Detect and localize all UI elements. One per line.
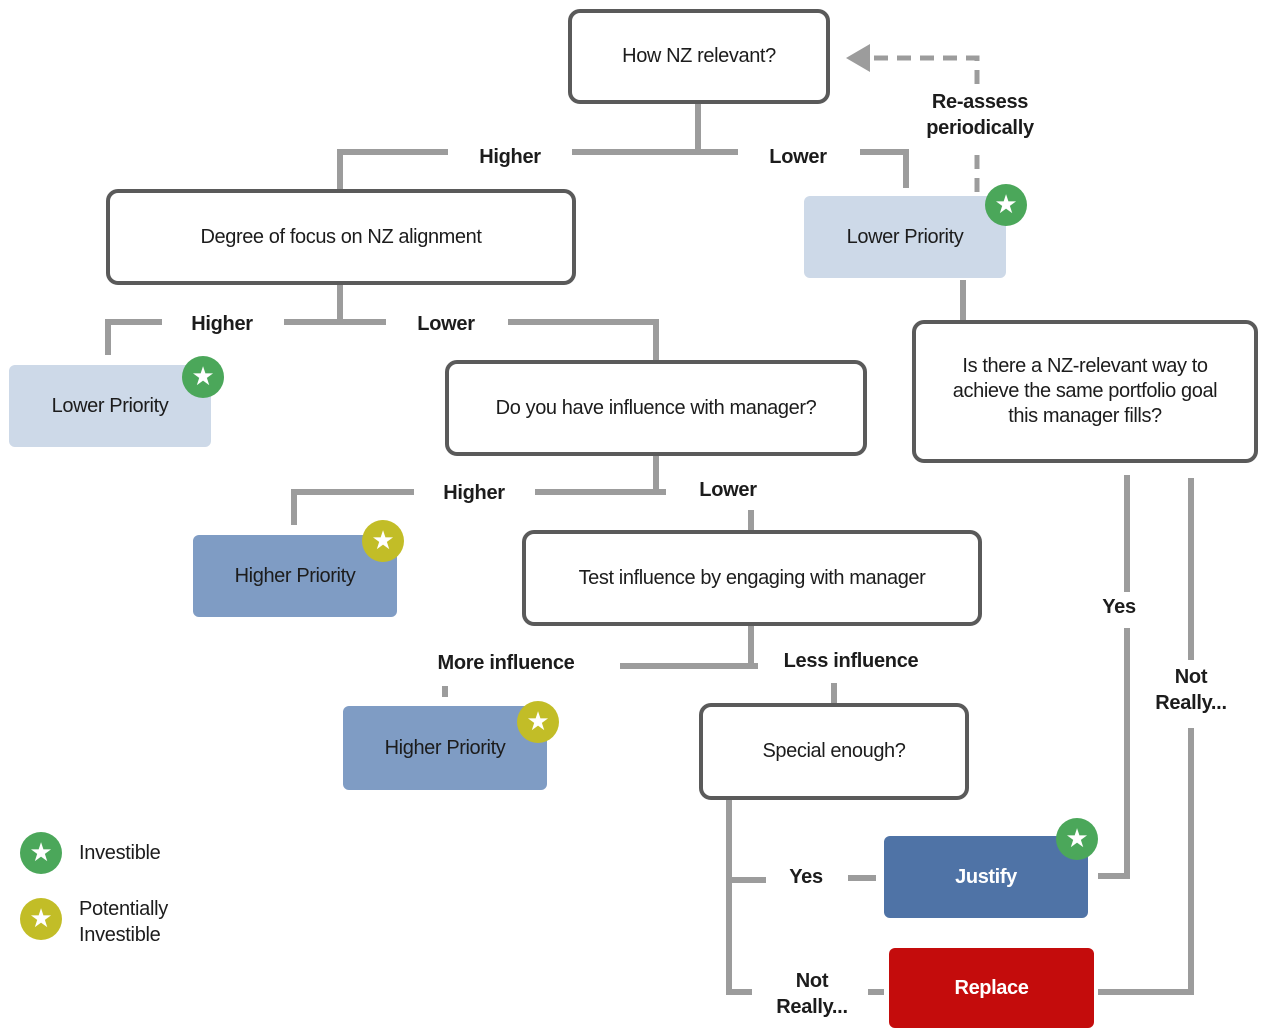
legend-investible-star-icon: ★: [20, 832, 62, 874]
node-special-enough: Special enough?: [699, 703, 969, 800]
node-focus-alignment: Degree of focus on NZ alignment: [106, 189, 576, 285]
label-top-lower: Lower: [769, 146, 827, 168]
node-replace: Replace: [889, 948, 1094, 1028]
investible-star-icon: ★: [182, 356, 224, 398]
potentially-investible-star-icon: ★: [362, 520, 404, 562]
node-higher-priority-2: Higher Priority: [343, 706, 547, 790]
investible-star-icon: ★: [1056, 818, 1098, 860]
label-influence-higher: Higher: [443, 482, 505, 504]
label-more-influence: More influence: [437, 652, 575, 674]
potentially-investible-star-icon: ★: [517, 701, 559, 743]
label-top-higher: Higher: [479, 146, 541, 168]
node-justify: Justify: [884, 836, 1088, 918]
node-test-influence: Test influence by engaging with manager: [522, 530, 982, 626]
label-influence-lower: Lower: [699, 479, 757, 501]
label-special-yes: Yes: [789, 866, 823, 888]
legend-investible-label: Investible: [79, 842, 161, 864]
label-nz-way-yes: Yes: [1102, 596, 1136, 618]
node-influence-question: Do you have influence with manager?: [445, 360, 867, 456]
node-how-nz-relevant: How NZ relevant?: [568, 9, 830, 104]
investible-star-icon: ★: [985, 184, 1027, 226]
label-less-influence: Less influence: [783, 650, 919, 672]
node-nz-way-question: Is there a NZ-relevant way to achieve th…: [912, 320, 1258, 463]
label-focus-lower: Lower: [417, 313, 475, 335]
node-lower-priority-right: Lower Priority: [804, 196, 1006, 278]
node-lower-priority-left: Lower Priority: [9, 365, 211, 447]
label-focus-higher: Higher: [191, 313, 253, 335]
legend-potentially-investible-star-icon: ★: [20, 898, 62, 940]
